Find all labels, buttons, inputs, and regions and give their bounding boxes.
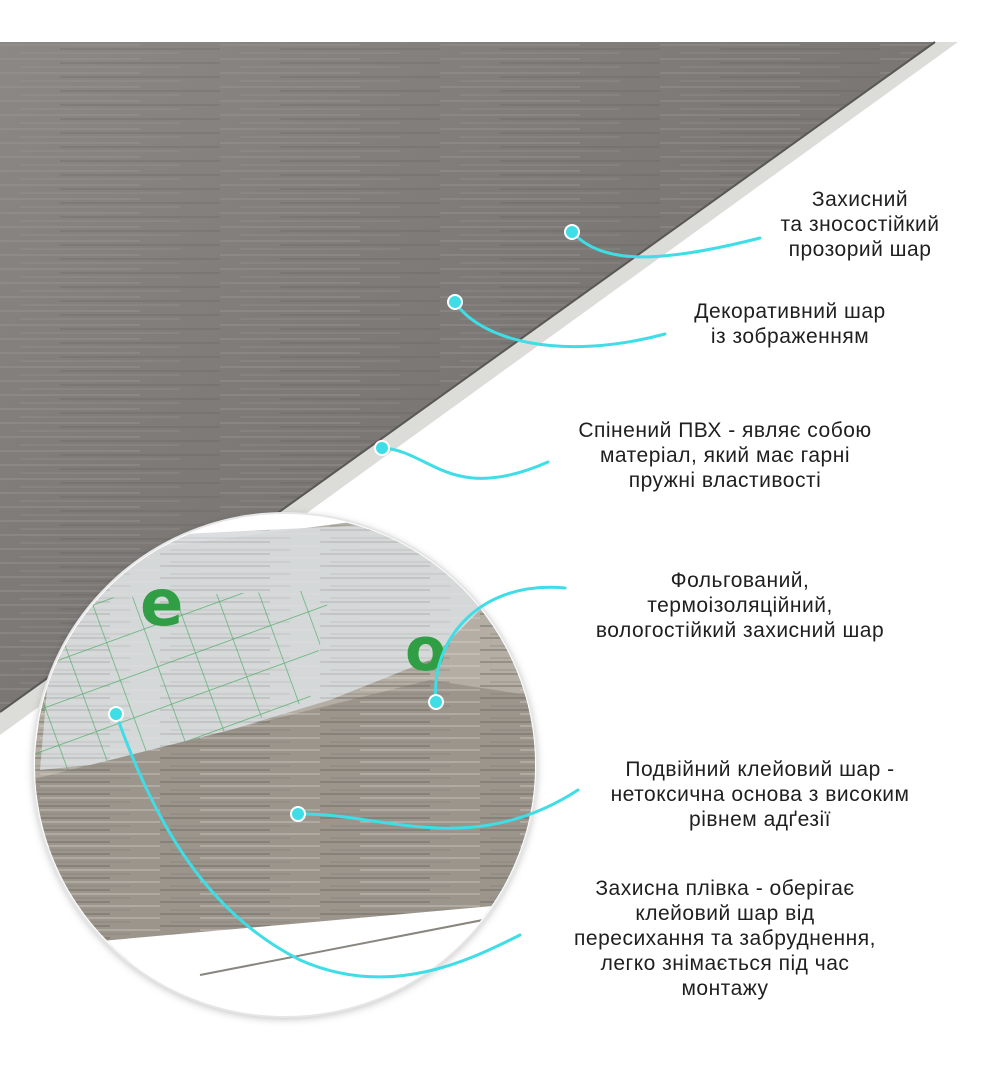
protective-film-mesh bbox=[35, 590, 330, 780]
label-line: із зображенням bbox=[710, 325, 870, 348]
label-line: матеріал, який має гарні bbox=[599, 444, 850, 467]
label-line: прозорий шар bbox=[788, 238, 932, 261]
callout-label-protective-film: Захисна плівка - оберігає клейовий шар в… bbox=[530, 876, 920, 1001]
callout-dot-decorative-layer bbox=[447, 294, 463, 310]
callout-label-decorative-layer: Декоративний шар із зображенням bbox=[660, 299, 920, 349]
callout-lines bbox=[114, 230, 762, 979]
callout-label-protective-layer: Захисний та зносостійкий прозорий шар bbox=[755, 187, 965, 262]
label-line: Декоративний шар bbox=[694, 300, 886, 323]
label-line: вологостійкий захисний шар bbox=[595, 619, 885, 642]
film-logo-glyph: e bbox=[140, 567, 183, 641]
label-line: Захисний bbox=[811, 188, 909, 211]
callout-dot-foamed-pvc bbox=[374, 440, 390, 456]
callout-line-decorative-layer bbox=[453, 300, 667, 349]
label-line: рівнем адґезії bbox=[689, 808, 831, 831]
film-logo-glyph: o bbox=[405, 615, 446, 685]
callout-dot-foil-layer bbox=[428, 694, 444, 710]
magnified-content: e o bbox=[35, 515, 535, 1015]
callout-line-foil-layer bbox=[434, 585, 567, 704]
label-line: клейовий шар від bbox=[635, 902, 815, 925]
label-line: Захисна плівка - оберігає bbox=[595, 877, 855, 900]
label-line: Подвійний клейовий шар - bbox=[625, 758, 895, 781]
label-line: Фольгований, bbox=[670, 569, 810, 592]
label-line: термоізоляційний, bbox=[647, 594, 833, 617]
callout-line-protective-layer bbox=[570, 230, 762, 259]
callout-line-foamed-pvc bbox=[380, 446, 550, 480]
callout-label-adhesive-layer: Подвійний клейовий шар - нетоксична осно… bbox=[570, 757, 950, 832]
label-line: та зносостійкий bbox=[780, 213, 940, 236]
callout-label-foamed-pvc: Спінений ПВХ - являє собою матеріал, яки… bbox=[545, 418, 905, 493]
label-line: монтажу bbox=[681, 977, 769, 1000]
label-line: нетоксична основа з високим bbox=[610, 783, 910, 806]
callout-line-protective-film bbox=[114, 712, 522, 979]
callout-dot-protective-film bbox=[108, 706, 124, 722]
label-line: Спінений ПВХ - являє собою bbox=[578, 419, 872, 442]
label-line: легко знімається під час bbox=[600, 952, 850, 975]
callout-label-foil-layer: Фольгований, термоізоляційний, вологості… bbox=[555, 568, 925, 643]
label-line: пересихання та забруднення, bbox=[574, 927, 876, 950]
callout-dot-adhesive-layer bbox=[290, 806, 306, 822]
callout-dot-protective-layer bbox=[564, 224, 580, 240]
callout-line-adhesive-layer bbox=[296, 788, 580, 830]
label-line: пружні властивості bbox=[628, 469, 822, 492]
